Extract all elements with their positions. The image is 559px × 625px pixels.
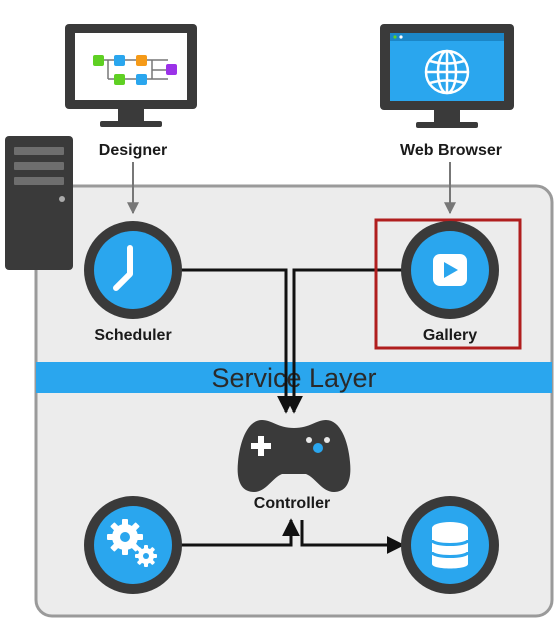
- gamepad-icon: [237, 420, 351, 492]
- controller-label: Controller: [254, 495, 330, 512]
- gallery-label: Gallery: [423, 327, 477, 344]
- designer-monitor-icon: [65, 24, 197, 127]
- clock-icon: [113, 245, 133, 291]
- designer-label: Designer: [99, 142, 167, 159]
- worker-node: [84, 496, 182, 594]
- gears-icon: [107, 519, 157, 567]
- scheduler-label: Scheduler: [94, 327, 171, 344]
- worker-to-controller-connector: [181, 518, 300, 547]
- database-node: [401, 496, 499, 594]
- database-icon: [430, 522, 470, 569]
- gallery-highlight-box: [374, 218, 522, 350]
- gallery-to-controller-connector: [285, 268, 402, 414]
- scheduler-to-controller-connector: [178, 268, 295, 414]
- controller-to-database-connector: [300, 520, 405, 554]
- play-icon: [433, 254, 467, 286]
- web-browser-label: Web Browser: [400, 142, 502, 159]
- globe-icon: [424, 49, 470, 95]
- server-tower-icon: [5, 136, 73, 270]
- scheduler-node: [84, 221, 182, 319]
- gallery-node: [401, 221, 499, 319]
- web-browser-monitor-icon: [380, 24, 514, 128]
